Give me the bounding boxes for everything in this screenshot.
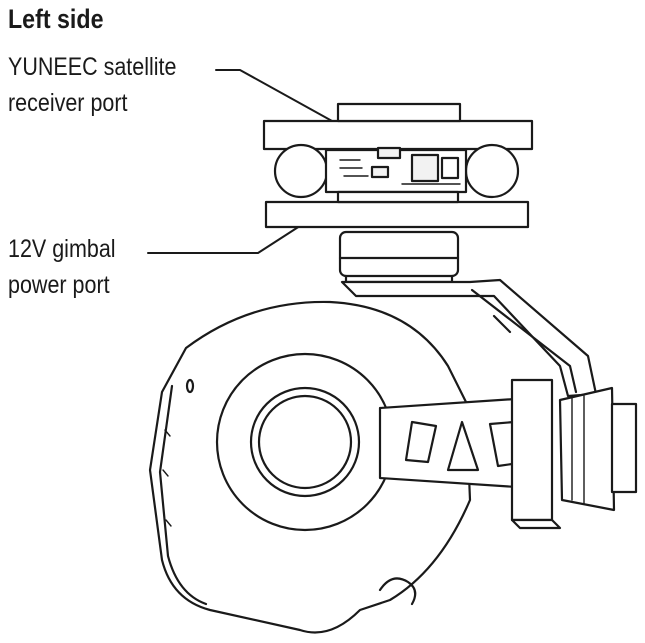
power-port-label-line1: 12V gimbal — [8, 235, 116, 263]
camera-housing — [148, 300, 472, 634]
pcb-chip-1 — [410, 153, 440, 183]
satellite-port-label-line1: YUNEEC satellite — [8, 53, 177, 81]
plate-spacer — [336, 190, 460, 204]
yaw-motor-body — [338, 230, 460, 278]
screw-hole — [185, 378, 195, 394]
arm-inner-line — [470, 288, 578, 394]
pitch-motor-ridges — [571, 395, 585, 505]
roll-cutout-1 — [404, 420, 438, 464]
satellite-port-label-line2: receiver port — [8, 89, 128, 117]
pitch-motor-mount — [510, 378, 554, 522]
bottom-plate — [264, 200, 530, 229]
pcb-traces — [339, 159, 461, 185]
pitch-motor-flange — [510, 518, 562, 530]
power-port — [370, 165, 390, 179]
pitch-motor-cap — [610, 402, 638, 494]
pitch-motor — [510, 378, 638, 530]
power-port-label-line2: power port — [8, 271, 110, 299]
lens-glass — [257, 394, 353, 490]
yaw-motor — [338, 230, 460, 284]
damper-ball-left — [273, 143, 329, 199]
pcb-chip-2 — [440, 156, 460, 180]
body-notch — [378, 577, 417, 606]
body-vent-lines — [162, 429, 172, 527]
diagram-title: Left side — [8, 4, 104, 34]
roll-cutout-2 — [446, 420, 480, 472]
camera-body-left-face — [158, 384, 208, 606]
top-plate-cap — [336, 102, 462, 123]
pitch-motor-housing — [558, 386, 616, 512]
roll-arm — [378, 396, 534, 490]
satellite-port — [376, 146, 402, 160]
arm-slot — [492, 314, 512, 334]
mount-plate — [262, 102, 534, 229]
damper-ball-right — [464, 143, 520, 199]
